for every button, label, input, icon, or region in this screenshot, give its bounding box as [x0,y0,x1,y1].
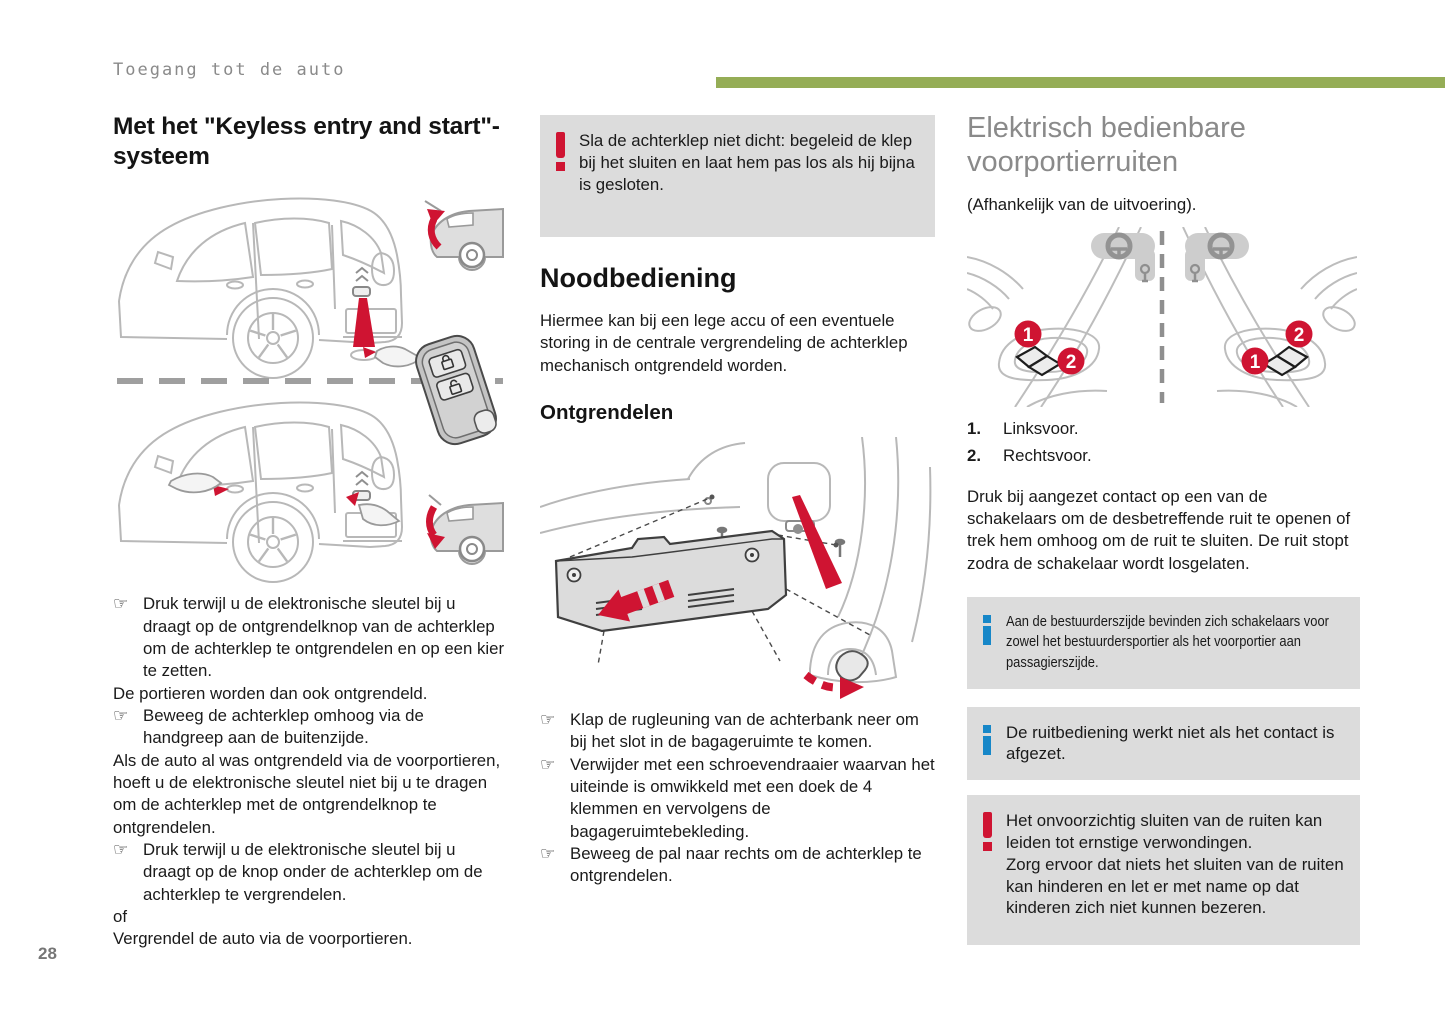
car-rear-lock-illustration [117,401,404,584]
legend-item: 2. Rechtsvoor. [967,446,1092,466]
hand-bullet-icon: ☞ [540,709,556,730]
warning-box-windows: Het onvoorzichtig sluiten van de ruiten … [967,795,1360,946]
svg-text:1: 1 [1250,352,1261,373]
info-icon [981,722,993,766]
list-item: ☞ Beweeg de pal naar rechts om de achter… [540,843,935,888]
right-hand-drive-door [1181,227,1357,408]
window-switches-illustration: 1 2 2 1 [967,227,1357,408]
hand-bullet-icon: ☞ [540,754,556,775]
hand-bullet-icon: ☞ [113,839,129,860]
svg-text:2: 2 [1066,352,1077,373]
chapter-header: Toegang tot de auto [113,60,346,80]
remove-arrow [597,579,675,622]
info-icon [981,612,993,674]
hatch-open-mini-illustration [424,200,505,272]
legend-item: 1. Linksvoor. [967,419,1079,439]
window-operation-paragraph: Druk bij aangezet contact op een van de … [967,486,1351,573]
exclamation-icon [554,130,566,222]
chapter-accent-bar [716,77,1445,88]
key-fob-illustration [415,335,497,446]
page-number: 28 [38,944,57,963]
right-column: Elektrisch bedienbare voorportierruiten … [967,112,1360,946]
latch-beam [792,494,842,589]
list-item: ☞ Druk terwijl u de elektronische sleute… [113,593,505,682]
hand-bullet-icon: ☞ [113,705,129,726]
info-box-driver-side: Aan de bestuurderszijde bevinden zich sc… [967,596,1360,689]
info-box-ignition: De ruitbediening werkt niet als het cont… [967,706,1360,781]
hand-bullet-icon: ☞ [113,594,129,615]
availability-note: (Afhankelijk van de uitvoering). [967,195,1197,215]
exclamation-icon [981,810,993,930]
leader-lines [569,496,871,666]
warning-box-tailgate: Sla de achterklep niet dicht: begeleid d… [540,115,935,237]
car-rear-unlock-illustration [117,197,423,380]
list-item: ☞ Klap de rugleuning van de achterbank n… [540,709,935,754]
trim-panel [554,529,788,633]
switch-legend: 1. Linksvoor. 2. Rechtsvoor. [967,415,1360,469]
list-item: ☞ Verwijder met een schroevendraaier waa… [540,754,935,843]
section-title-ruiten: Elektrisch bedienbare voorportierruiten [967,112,1246,178]
left-hand-drive-door [967,227,1155,408]
paragraph: De portieren worden dan ook ontgrendeld. [113,683,428,703]
latch-pawl [835,650,869,682]
callout-markers: 1 2 2 1 [1014,320,1313,375]
keyless-instructions: ☞ Druk terwijl u de elektronische sleute… [113,593,505,950]
paragraph: of [113,906,127,926]
ontgrendelen-steps: ☞ Klap de rugleuning van de achterbank n… [540,709,935,888]
left-column: Met het "Keyless entry and start"-systee… [113,112,505,951]
keyless-entry-illustration [117,197,505,584]
svg-text:1: 1 [1023,325,1034,346]
svg-text:2: 2 [1294,325,1305,346]
trunk-trim-removal-illustration [540,436,932,699]
section-title-noodbediening: Noodbediening [540,263,737,293]
section-title-keyless: Met het "Keyless entry and start"-systee… [113,113,500,171]
subsection-title-ontgrendelen: Ontgrendelen [540,400,674,424]
hatch-close-mini-illustration [426,494,505,566]
middle-column: Sla de achterklep niet dicht: begeleid d… [540,112,935,888]
list-item: ☞ Druk terwijl u de elektronische sleute… [113,839,505,906]
paragraph: Als de auto al was ontgrendeld via de vo… [113,750,501,837]
hand-bullet-icon: ☞ [540,843,556,864]
noodbediening-intro: Hiermee kan bij een lege accu of een eve… [540,311,908,375]
paragraph: Vergrendel de auto via de voorportieren. [113,929,413,949]
list-item: ☞ Beweeg de achterklep omhoog via de han… [113,705,505,750]
